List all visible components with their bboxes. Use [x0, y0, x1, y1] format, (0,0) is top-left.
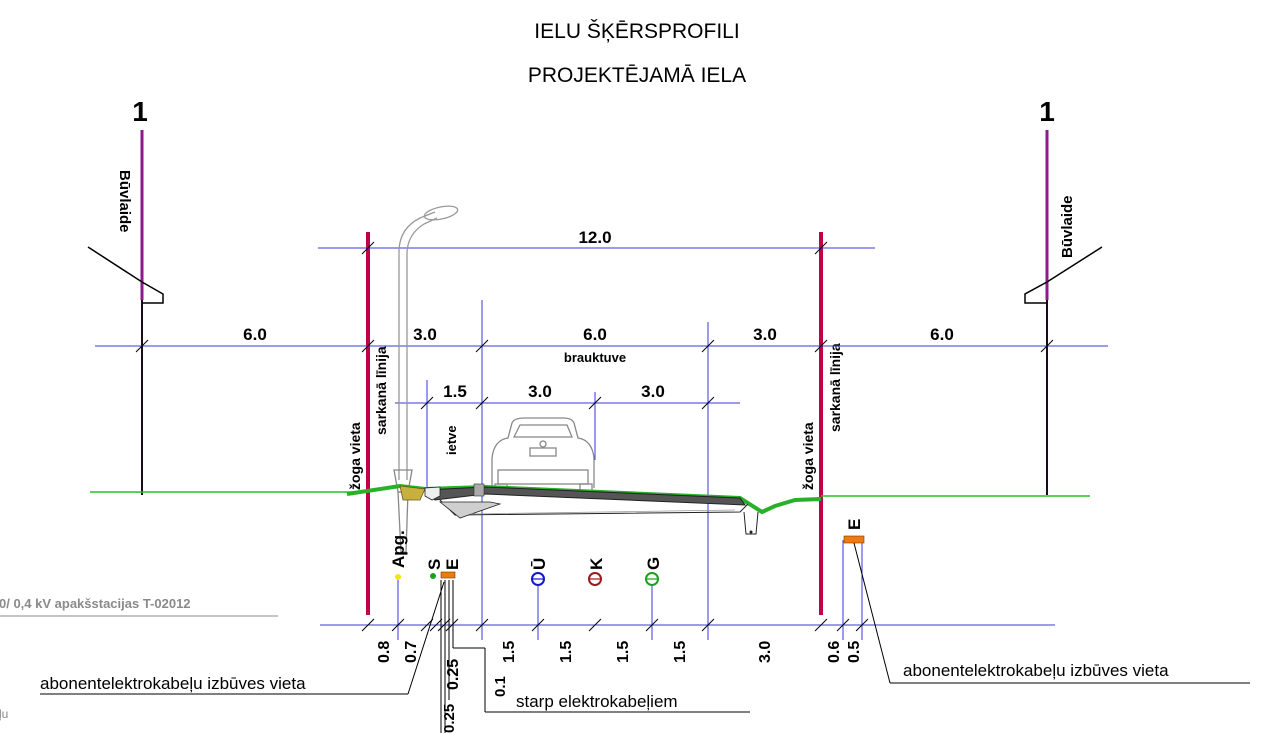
car-icon: [491, 417, 595, 493]
e-left-cable-icon: [440, 571, 456, 579]
utility-g-label: G: [644, 557, 663, 570]
bottom-dim-1: 0.7: [403, 641, 420, 663]
bottom-dim-6: 1.5: [672, 641, 689, 663]
utility-apg-label: Apg.: [389, 530, 408, 568]
sarkana-linija-right-label: sarkanā līnija: [827, 343, 843, 432]
dimension-lines: [95, 247, 1108, 640]
bottom-dimensions: 0.8 0.7 0.25 1.5 1.5 1.5 1.5 3.0 0.6 0.5: [376, 641, 863, 690]
ietve-label: ietve: [444, 425, 459, 455]
s-marker-icon: [430, 573, 436, 579]
buvlaide-right-label: Būvlaide: [1059, 195, 1076, 258]
section-mark-right: 1: [1039, 96, 1055, 127]
bottom-dim-4: 1.5: [558, 641, 575, 663]
callout-right-text: abonentelektrokabeļu izbūves vieta: [903, 661, 1169, 680]
dim-side-left: 3.0: [413, 325, 437, 344]
callout-between-text: starp elektrokabeļiem: [516, 692, 678, 711]
dim-lane-left: 3.0: [528, 382, 552, 401]
dim-side-right: 3.0: [753, 325, 777, 344]
small-dim-01: 0.1: [492, 676, 509, 697]
callout-right: abonentelektrokabeļu izbūves vieta: [853, 542, 1250, 684]
dim-total-width: 12.0: [578, 228, 611, 247]
brauktuve-label: brauktuve: [564, 350, 626, 365]
apg-marker-icon: [395, 574, 401, 580]
section-mark-left: 1: [132, 96, 148, 127]
bottom-dim-7: 3.0: [757, 641, 774, 663]
bottom-dim-0: 0.8: [376, 641, 393, 663]
dim-sidewalk: 1.5: [443, 382, 467, 401]
bottom-dim-3: 1.5: [501, 641, 518, 663]
bottom-dim-8: 0.6: [826, 641, 843, 663]
utility-e-right-label: E: [845, 519, 864, 530]
road-structure: [346, 483, 822, 535]
dim-outer-left: 6.0: [243, 325, 267, 344]
utility-k-label: K: [587, 557, 606, 570]
utility-e-left-label: E: [443, 559, 462, 570]
small-dim-lines: [440, 580, 486, 733]
buvlaide-left-label: Būvlaide: [116, 170, 133, 233]
dimension-ticks: [135, 241, 1054, 632]
dim-carriageway: 6.0: [583, 325, 607, 344]
zoga-vieta-left-label: žoga vieta: [347, 422, 363, 490]
utility-s-label: S: [425, 559, 444, 570]
zoga-vieta-right-label: žoga vieta: [800, 422, 816, 490]
dim-lane-right: 3.0: [641, 382, 665, 401]
dim-outer-right: 6.0: [930, 325, 954, 344]
bottom-dim-2: 0.25: [445, 659, 462, 690]
utilities: Apg. S E Ū K G E: [389, 519, 865, 586]
bottom-dim-5: 1.5: [615, 641, 632, 663]
e-right-cable-icon: [843, 535, 865, 544]
utility-u-label: Ū: [530, 558, 549, 570]
callout-left: abonentelektrokabeļu izbūves vieta: [40, 581, 445, 695]
callout-between: starp elektrokabeļiem: [485, 692, 750, 713]
small-dim-025-lower: 0.25: [441, 704, 458, 733]
substation-partial-text: 0/ 0,4 kV apakšstacijas T-02012: [0, 596, 191, 611]
callout-left-text: abonentelektrokabeļu izbūves vieta: [40, 674, 306, 693]
building-marker-left: [87, 246, 164, 304]
sarkana-linija-left-label: sarkanā līnija: [373, 346, 389, 435]
bottom-dim-9: 0.5: [846, 641, 863, 663]
bottom-left-partial-text: ļu: [0, 707, 8, 721]
drawing-title: IELU ŠĶĒRSPROFILI: [534, 20, 739, 43]
building-marker-right: [1024, 246, 1103, 304]
drawing-subtitle: PROJEKTĒJAMĀ IELA: [528, 64, 746, 87]
